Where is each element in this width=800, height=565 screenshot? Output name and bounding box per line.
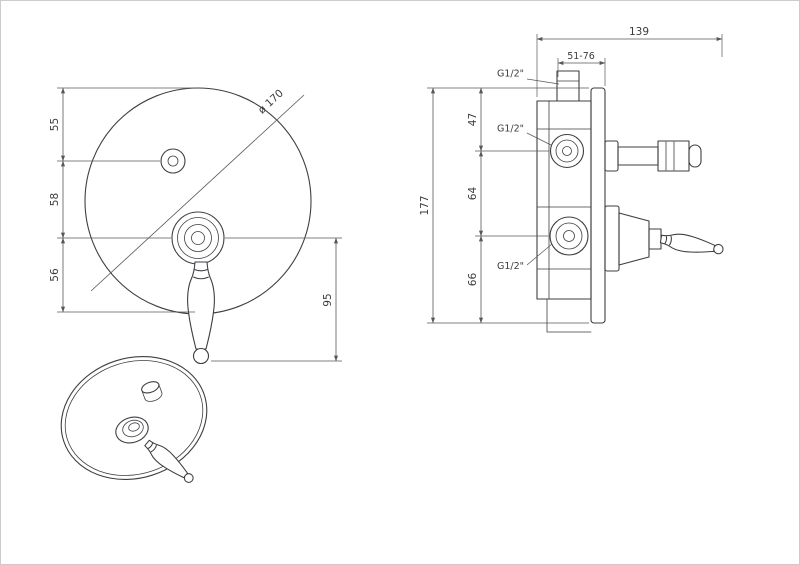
diverter-button-inner [167,155,179,167]
top-port-inner [562,146,572,156]
dim-95-label: 95 [322,293,334,306]
top-port-outer [549,133,585,169]
hub-ring-3 [184,224,212,252]
perspective-plate-outer [60,355,208,481]
side-lever-handle [659,230,725,259]
bottom-port-mid [555,222,583,250]
dim-139-label: 139 [629,26,649,38]
dim-177-label: 177 [419,195,431,215]
side-view: 139 51-76 177 47 64 66 [419,26,725,333]
side-height-dimension: 177 [419,87,589,324]
front-handle-dimension: 95 [211,237,342,362]
bottom-port-inner [563,230,575,242]
dim-56-label: 56 [49,268,61,282]
perspective-diverter-button [141,381,163,402]
top-port-mid [555,139,579,163]
perspective-view [60,355,208,488]
port-top-label: G1/2" [497,69,524,80]
hub-ring-2 [177,217,219,259]
wall-plate-section [590,87,606,324]
front-view: ø 170 55 58 56 95 [49,87,342,364]
side-lever-assembly [604,205,725,272]
wall-step-line [546,298,592,333]
dim-58-label: 58 [49,193,61,206]
hub-ring-outer [171,211,225,265]
side-diverter-knob [604,140,702,172]
port-bottom-label: G1/2" [497,261,524,272]
dim-55-label: 55 [49,118,61,131]
dim-51-76-label: 51-76 [567,51,595,62]
perspective-lever-handle [141,436,198,488]
perspective-hub-mid [122,419,144,438]
dim-47-label: 47 [467,113,479,126]
side-install-depth-dimension: 51-76 [557,51,606,86]
top-outlet-stub [556,70,580,102]
hub-ring-inner [191,231,205,245]
diverter-button-outer [160,148,186,174]
dim-64-label: 64 [467,187,479,201]
front-left-dimension-chain: 55 58 56 [49,87,195,313]
side-port-dimension-chain: 47 64 66 [467,87,549,324]
port-callouts: G1/2" G1/2" G1/2" [497,69,560,272]
perspective-hub-outer [115,416,149,444]
bottom-port-outer [549,216,589,256]
front-lever-handle [187,261,215,364]
perspective-hub-dome [128,422,140,432]
dim-66-label: 66 [467,273,479,287]
diameter-label: ø 170 [256,87,286,116]
port-mid-label: G1/2" [497,124,524,135]
perspective-plate-inner [64,360,204,476]
diameter-line [90,94,305,292]
side-depth-dimension: 139 [536,26,723,97]
